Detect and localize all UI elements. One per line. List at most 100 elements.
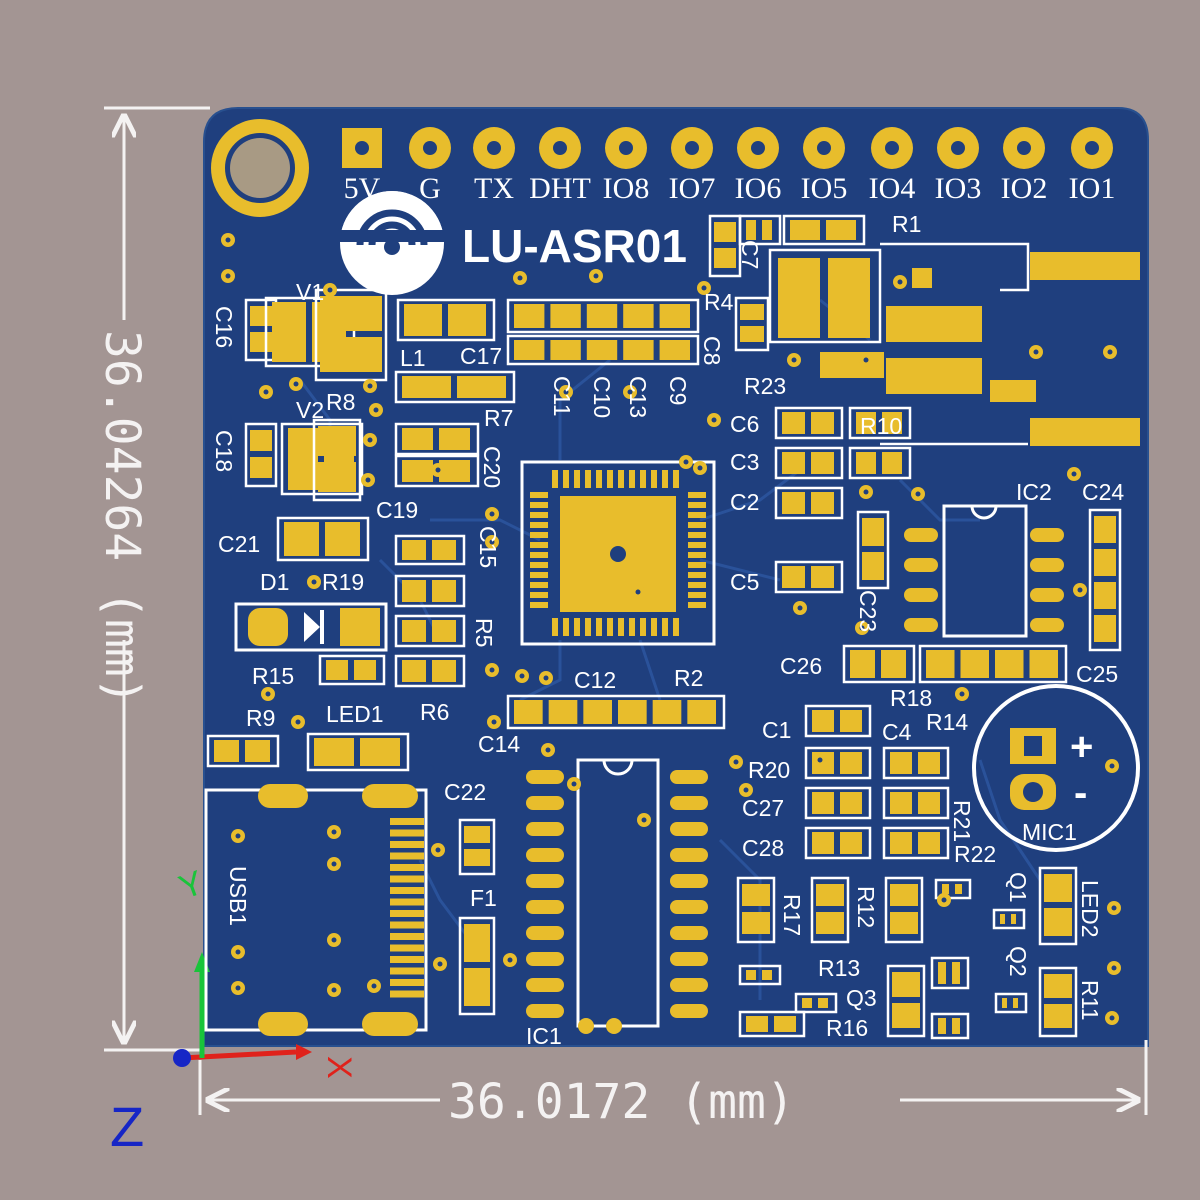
silk-label-mic1: MIC1 xyxy=(1022,819,1077,845)
header-pin-label: IO8 xyxy=(603,172,650,205)
smd-component xyxy=(318,654,386,686)
smd-component xyxy=(882,746,950,780)
smd-component xyxy=(394,422,480,456)
smd-component xyxy=(738,1010,806,1038)
silk-label-r9: R9 xyxy=(246,705,275,731)
header-pin-g xyxy=(409,127,451,169)
silk-label-r6: R6 xyxy=(420,699,449,725)
axis-triad: Y X Z xyxy=(110,864,358,1158)
silk-label-c17: C17 xyxy=(460,343,502,369)
header-pin-io6 xyxy=(737,127,779,169)
smd-component xyxy=(994,992,1028,1014)
smd-component xyxy=(394,654,466,688)
header-pin-tx xyxy=(473,127,515,169)
silk-label-r14: R14 xyxy=(926,709,968,735)
smd-component xyxy=(842,644,916,684)
silk-label-c13: C13 xyxy=(625,376,651,418)
silk-label-c4: C4 xyxy=(882,719,912,745)
smd-component xyxy=(276,516,370,562)
header-pin-io2 xyxy=(1003,127,1045,169)
header-pin-io5 xyxy=(803,127,845,169)
smd-component xyxy=(458,818,496,876)
silk-label-r21: R21 xyxy=(949,800,975,842)
header-pin-label: DHT xyxy=(529,172,591,205)
silk-label-c19: C19 xyxy=(376,497,418,523)
silk-label-c28: C28 xyxy=(742,835,784,861)
silk-label-c24: C24 xyxy=(1082,479,1124,505)
silk-label-f1: F1 xyxy=(470,885,497,911)
silk-label-r5: R5 xyxy=(471,618,497,647)
smd-component xyxy=(886,964,926,1038)
silk-label-c6: C6 xyxy=(730,411,759,437)
smd-component xyxy=(856,510,890,590)
silk-label-r22: R22 xyxy=(954,841,996,867)
silk-label-v2: V2 xyxy=(296,397,324,423)
smd-component xyxy=(794,992,838,1014)
smd-component xyxy=(782,214,866,246)
silk-label-ic1: IC1 xyxy=(526,1023,562,1049)
smd-component xyxy=(244,422,278,488)
smd-component xyxy=(206,734,280,768)
silk-label-c9: C9 xyxy=(665,376,691,405)
smd-component xyxy=(804,704,872,738)
header-pin-label: IO3 xyxy=(935,172,982,205)
silk-label-r17: R17 xyxy=(779,894,805,936)
d1-diode xyxy=(234,602,388,652)
rf-antenna-pads xyxy=(778,252,1140,446)
silk-label-r16: R16 xyxy=(826,1015,868,1041)
silk-label-c21: C21 xyxy=(218,531,260,557)
header-pin-label: G xyxy=(419,172,441,205)
usb1-connector xyxy=(204,784,428,1036)
silk-label-c22: C22 xyxy=(444,779,486,805)
silk-label-c27: C27 xyxy=(742,795,784,821)
silk-label-c8: C8 xyxy=(699,336,725,365)
smd-component xyxy=(314,288,388,382)
smd-component xyxy=(774,406,844,440)
silk-label-c26: C26 xyxy=(780,653,822,679)
silk-label-r19: R19 xyxy=(322,569,364,595)
smd-component xyxy=(458,916,496,1016)
silk-label-r11: R11 xyxy=(1077,980,1103,1021)
header-pin-io4 xyxy=(871,127,913,169)
silk-label-ic2: IC2 xyxy=(1016,479,1052,505)
silk-label-r4: R4 xyxy=(704,289,734,315)
silk-label-usb1: USB1 xyxy=(225,866,251,926)
silk-label-r10: R10 xyxy=(860,413,902,439)
silk-label-c14: C14 xyxy=(478,731,520,757)
smd-component xyxy=(506,694,726,730)
smd-component xyxy=(394,534,466,566)
vias xyxy=(221,233,1121,1025)
silk-label-c7: C7 xyxy=(737,240,763,269)
ic1-chip xyxy=(526,758,708,1034)
silk-label-led1: LED1 xyxy=(326,701,384,727)
smd-component xyxy=(1038,966,1078,1038)
smd-component xyxy=(882,786,950,820)
ic2-chip xyxy=(904,504,1064,638)
smd-component xyxy=(708,214,742,278)
silk-label-r8: R8 xyxy=(326,389,355,415)
board-title: LU-ASR01 xyxy=(462,220,687,272)
header-pin-io3 xyxy=(937,127,979,169)
smd-component xyxy=(930,1012,970,1040)
header-pin-label: TX xyxy=(474,172,514,205)
smd-component xyxy=(934,878,972,900)
silk-label-d1: D1 xyxy=(260,569,289,595)
width-dimension-label: 36.0172 (mm) xyxy=(448,1074,795,1130)
silk-label-r12: R12 xyxy=(853,886,879,928)
smd-component xyxy=(738,214,782,246)
header-pin-label: IO7 xyxy=(669,172,716,205)
smd-component xyxy=(394,370,516,404)
silk-label-c16: C16 xyxy=(211,306,237,348)
silk-label-c12: C12 xyxy=(574,667,616,693)
silk-label-c10: C10 xyxy=(589,376,615,418)
header-pin-io1 xyxy=(1071,127,1113,169)
silk-label-c3: C3 xyxy=(730,449,759,475)
smd-component xyxy=(930,956,970,990)
header-pin-io7 xyxy=(671,127,713,169)
smd-component xyxy=(992,908,1026,930)
header-pin-label: IO5 xyxy=(801,172,848,205)
smd-component xyxy=(312,418,362,502)
mic-plus-label: + xyxy=(1070,725,1093,769)
silk-label-r20: R20 xyxy=(748,757,790,783)
